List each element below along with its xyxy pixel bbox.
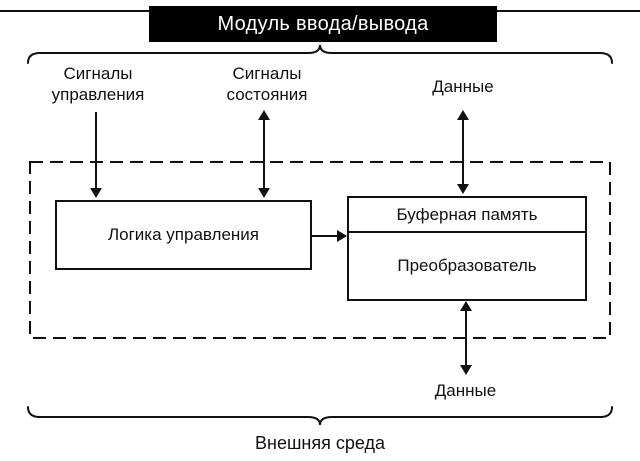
label-data-bottom: Данные [434,381,497,400]
arrow-shaft [263,120,265,188]
diagram-title: Модуль ввода/вывода [149,6,497,42]
buffer-memory-label: Буферная память [396,204,538,224]
label-status-signals: Сигналы состояния [226,64,308,105]
top-brace [27,44,613,64]
control-signals-arrow-icon [89,112,103,198]
arrow-shaft [465,311,467,365]
status-signals-arrow-icon [257,110,271,198]
buffer-converter-block: Буферная память Преобразователь [347,196,587,301]
arrow-head-down-icon [457,184,469,194]
data-bottom-arrow-icon [459,301,473,375]
arrow-head-right-icon [337,230,347,242]
arrow-head-up-icon [457,110,469,120]
arrow-shaft [462,120,464,184]
label-external-environment: Внешняя среда [255,433,385,453]
arrow-head-up-icon [258,110,270,120]
control-logic-block: Логика управления [55,200,312,270]
arrow-head-up-icon [460,301,472,311]
label-data-top: Данные [432,77,494,96]
converter-label: Преобразователь [397,256,537,275]
control-logic-label: Логика управления [107,225,260,244]
arrow-head-down-icon [90,188,102,198]
arrow-shaft [312,235,337,237]
data-top-arrow-icon [456,110,470,194]
diagram-title-text: Модуль ввода/вывода [217,12,429,35]
label-control-signals: Сигналы управления [51,64,145,105]
arrow-head-down-icon [460,365,472,375]
module-boundary-dashed-box [29,161,611,339]
logic-to-buffer-arrow-icon [312,229,347,243]
bottom-brace [27,406,613,426]
converter-cell: Преобразователь [349,233,585,299]
buffer-memory-cell: Буферная память [349,198,585,233]
arrow-head-down-icon [258,188,270,198]
arrow-shaft [95,112,97,188]
